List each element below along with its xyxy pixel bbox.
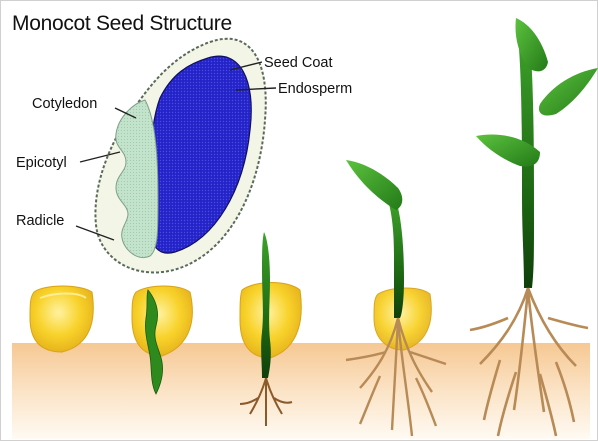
label-radicle: Radicle	[16, 213, 64, 229]
label-cotyledon: Cotyledon	[32, 96, 97, 112]
label-seed-coat: Seed Coat	[264, 55, 333, 71]
soil	[12, 343, 590, 439]
embryo	[116, 100, 158, 258]
page-title: Monocot Seed Structure	[12, 12, 232, 36]
label-epicotyl: Epicotyl	[16, 155, 67, 171]
label-endosperm: Endosperm	[278, 81, 352, 97]
